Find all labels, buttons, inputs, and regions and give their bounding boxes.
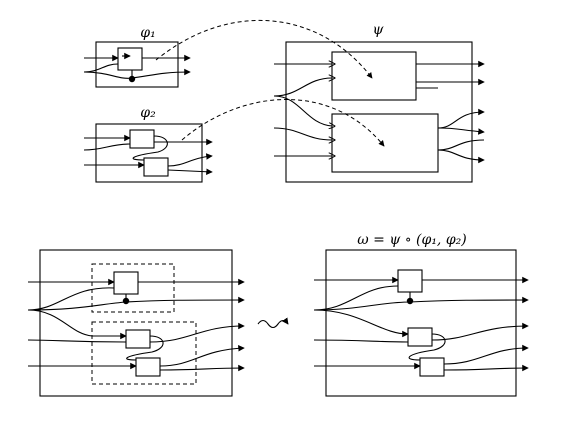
omega-gate-box-3 <box>419 357 445 377</box>
psi-in-wire-2 <box>273 78 332 97</box>
omega-in-wire-2 <box>313 285 399 311</box>
phi1-dashed-region <box>91 263 175 313</box>
phi2-out-wire-3 <box>167 168 213 176</box>
psi-in-wire-3 <box>273 95 332 126</box>
phi2-out-wire-2 <box>167 153 213 167</box>
sub-in-wire-2 <box>27 287 115 311</box>
phi1-out-wire-2 <box>83 68 191 79</box>
omega-label: ω = ψ ∘ (φ₁, φ₂) <box>357 232 466 248</box>
phi1-label: φ₁ <box>140 25 155 41</box>
sub-phi2-gate-box-1 <box>125 329 151 349</box>
omega-out-wire-2 <box>313 296 529 311</box>
phi2-frame <box>95 123 203 183</box>
psi-hole-2 <box>331 113 439 173</box>
omega-out-wire-5 <box>443 364 529 372</box>
phi2-gate-box-2 <box>143 157 169 177</box>
omega-dot-icon <box>406 297 414 305</box>
omega-out-wire-3 <box>431 322 529 341</box>
phi1-dot-icon <box>128 75 136 83</box>
substituted-diagram <box>27 249 245 397</box>
sub-phi1-gate-box <box>113 271 139 295</box>
psi-out-wire-3 <box>437 108 485 129</box>
phi2-diagram: φ₂ <box>83 105 213 183</box>
sub-in-wire-3 <box>27 309 127 340</box>
omega-in-wire-3 <box>313 309 409 338</box>
sub-dot-icon <box>122 297 130 305</box>
phi2-loop-wire <box>132 135 168 161</box>
psi-label: ψ <box>373 22 385 38</box>
phi1-frame <box>95 41 179 88</box>
omega-diagram: ω = ψ ∘ (φ₁, φ₂) <box>313 232 529 397</box>
substitute-arrow-phi1 <box>155 20 373 79</box>
sub-out-wire-3 <box>149 322 245 343</box>
phi2-gate-box-1 <box>129 129 155 149</box>
omega-in-wire-4 <box>313 339 409 343</box>
phi1-diagram: φ₁ <box>83 25 191 88</box>
phi2-in-wire-2 <box>83 143 131 151</box>
phi2-label: φ₂ <box>140 105 156 121</box>
omega-loop-wire <box>408 333 446 361</box>
phi2-dashed-region <box>91 321 197 385</box>
psi-out-wire-5 <box>437 139 485 151</box>
substitute-arrow-phi2 <box>181 99 385 147</box>
sub-out-wire-2 <box>27 296 245 311</box>
substituted-frame <box>39 249 233 397</box>
phi1-gate-box <box>117 47 143 71</box>
sub-phi2-gate-box-2 <box>135 357 161 377</box>
phi1-in-wire-2 <box>83 63 119 73</box>
psi-out-wire-6 <box>437 149 485 164</box>
omega-frame <box>325 249 517 397</box>
omega-gate-box-1 <box>397 269 423 293</box>
psi-hole-1 <box>331 51 417 101</box>
sub-out-wire-4 <box>159 344 245 367</box>
omega-out-wire-4 <box>443 344 529 365</box>
psi-frame <box>285 41 473 183</box>
psi-out-wire-4 <box>437 127 485 135</box>
sub-out-wire-5 <box>159 364 245 372</box>
psi-in-wire-4 <box>273 127 332 140</box>
omega-gate-box-2 <box>407 327 433 347</box>
squiggle-arrow-icon <box>257 317 289 329</box>
sub-in-wire-4 <box>27 339 127 343</box>
sub-loop-wire <box>126 335 164 361</box>
psi-diagram: ψ <box>273 22 485 183</box>
